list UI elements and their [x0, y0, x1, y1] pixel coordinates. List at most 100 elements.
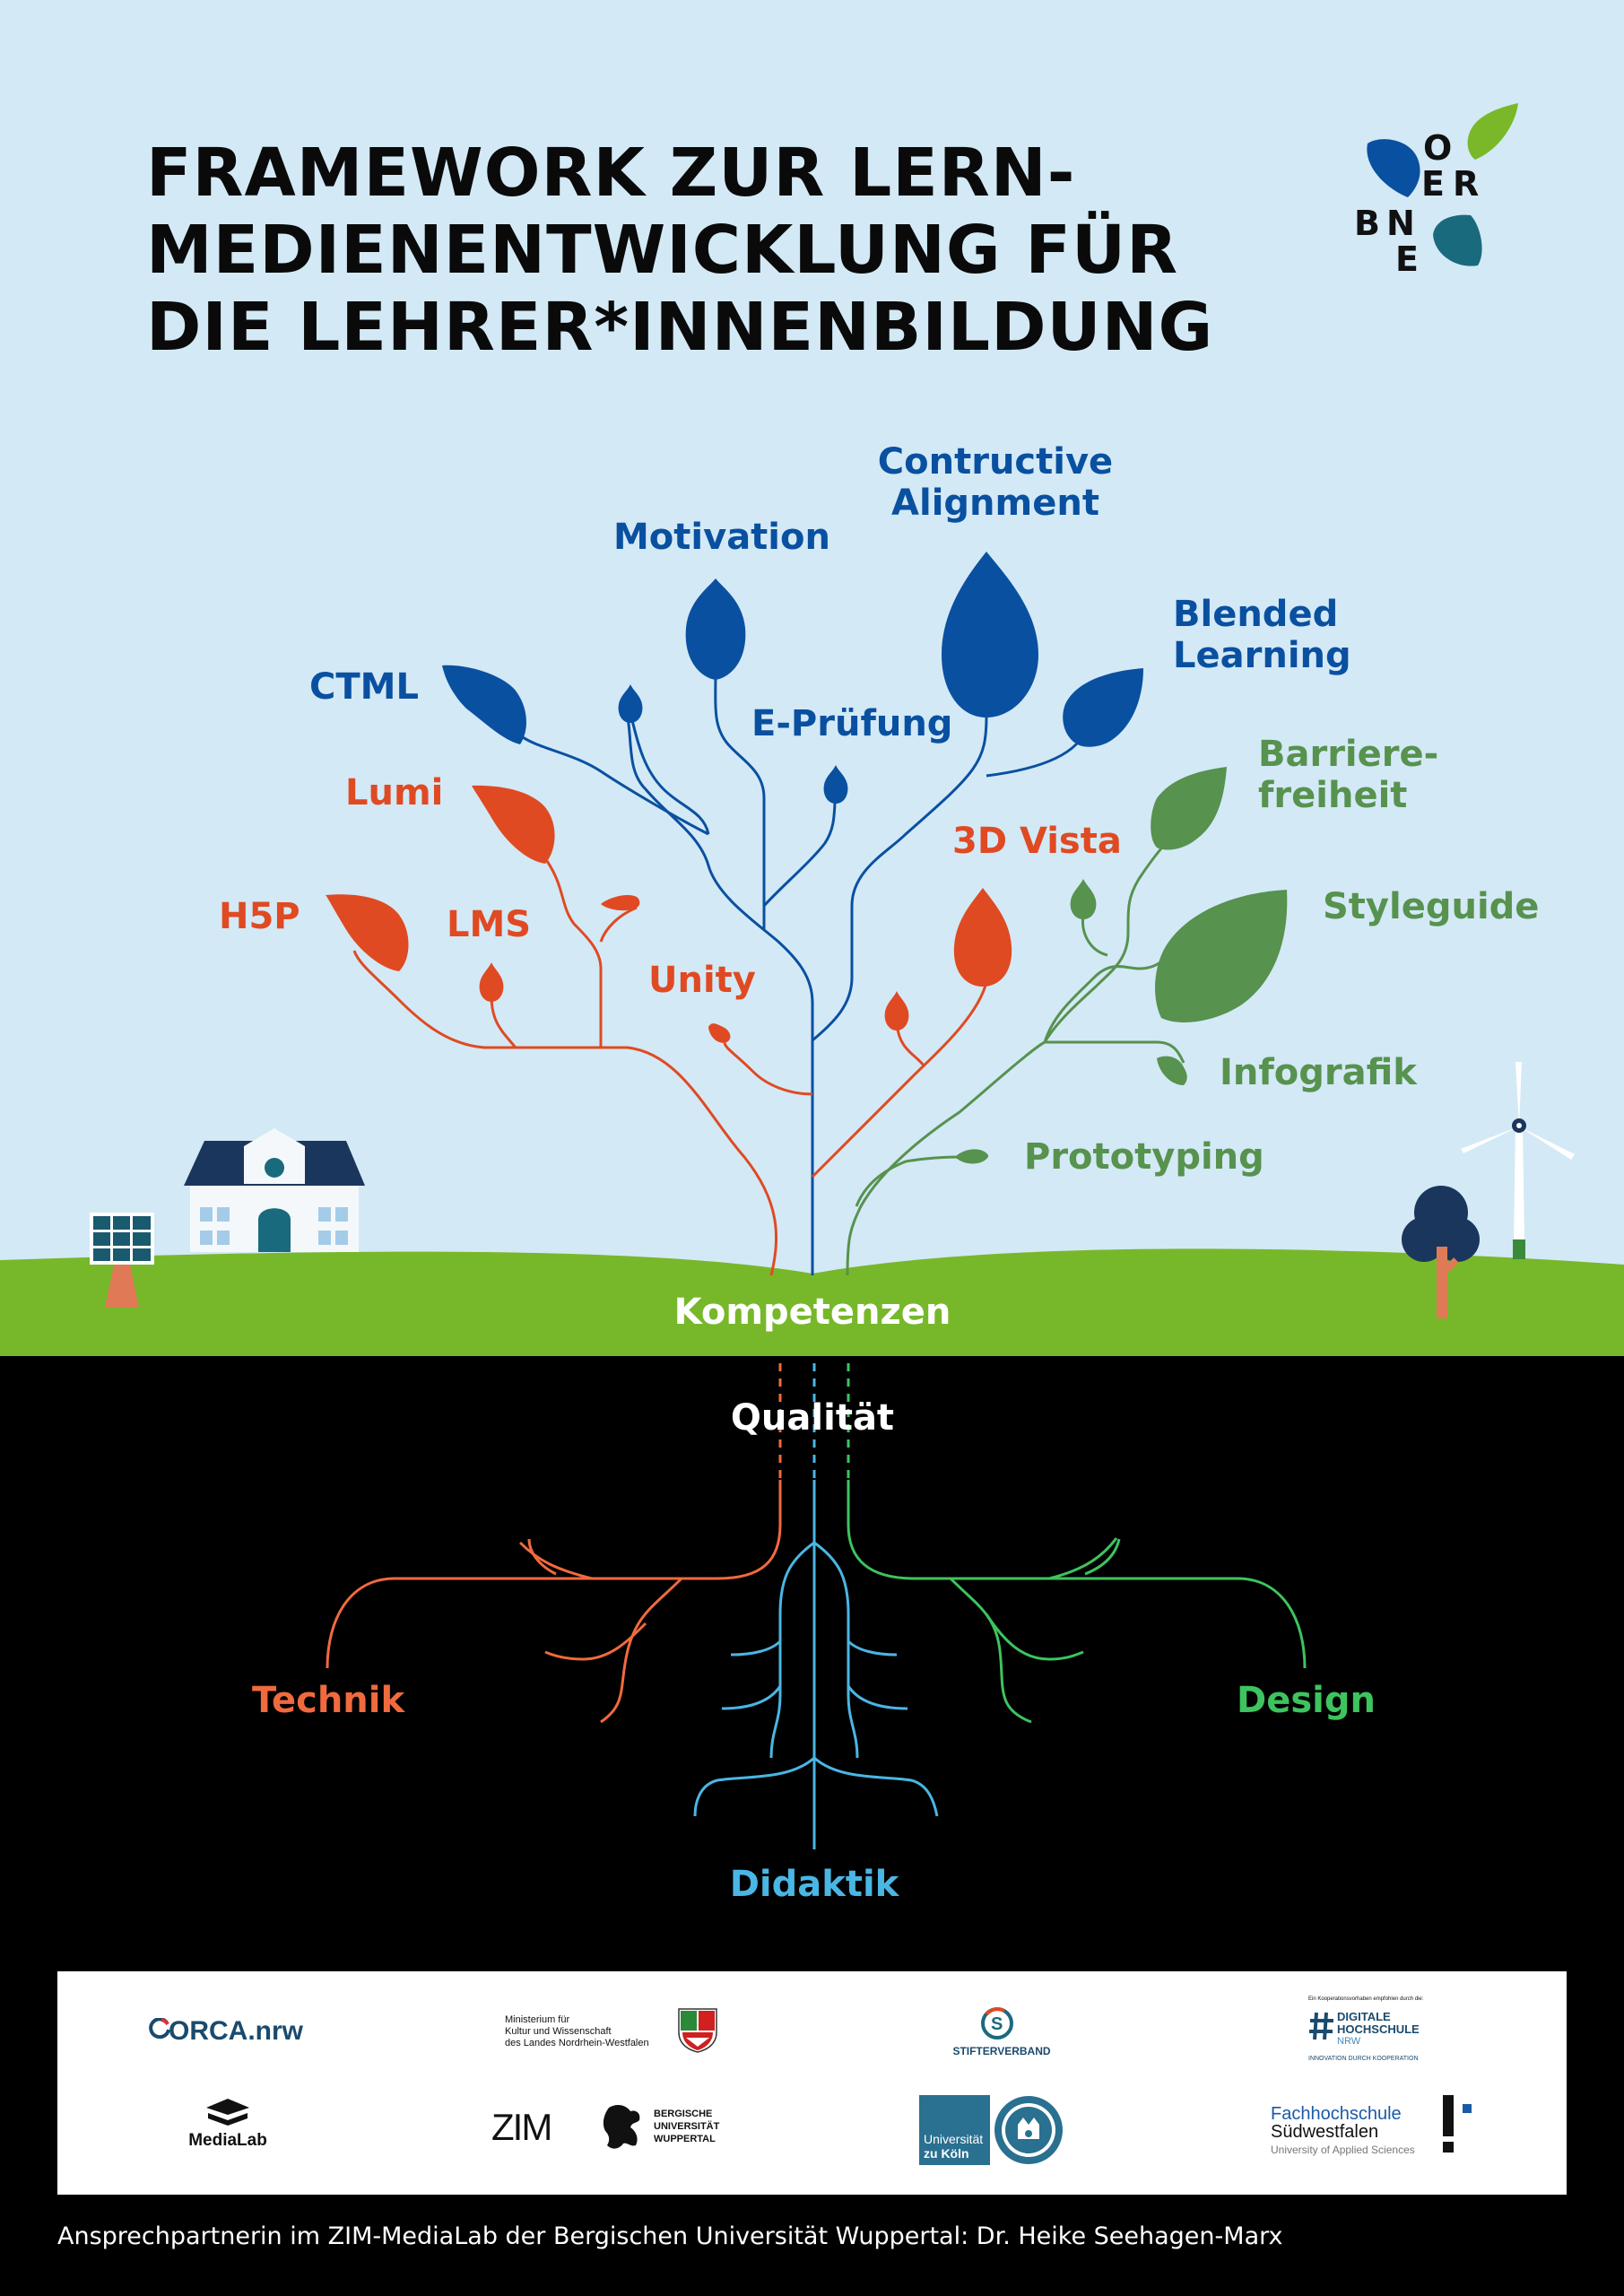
- leaf-barriere-icon: [1151, 767, 1227, 850]
- page-title: FRAMEWORK ZUR LERN- MEDIENENTWICKLUNG FÜ…: [146, 135, 1213, 366]
- logo-letter-o: O: [1423, 128, 1452, 168]
- buw-line-2: UNIVERSITÄT: [654, 2121, 720, 2132]
- buw-line-3: WUPPERTAL: [654, 2134, 716, 2144]
- label-infografik: Infografik: [1220, 1052, 1417, 1093]
- label-3d-vista: 3D Vista: [952, 821, 1122, 862]
- leaf-3dvista-icon: [953, 888, 1012, 987]
- red-leaves: [326, 785, 1012, 1043]
- logo-letter-b: B: [1354, 204, 1380, 243]
- label-barrierefreiheit: Barriere- freiheit: [1258, 734, 1438, 816]
- stifterverband-text: STIFTERVERBAND: [952, 2045, 1051, 2057]
- footer-contact: Ansprechpartnerin im ZIM-MediaLab der Be…: [57, 2222, 1283, 2250]
- label-h5p: H5P: [219, 896, 300, 937]
- logo-leaf-teal-icon: [1433, 214, 1482, 266]
- small-tree-icon: [1402, 1186, 1480, 1318]
- logo-leaf-green-icon: [1467, 103, 1518, 160]
- label-unity: Unity: [648, 960, 756, 1001]
- wind-turbine-icon: [1461, 1062, 1575, 1259]
- label-prototyping: Prototyping: [1024, 1136, 1264, 1178]
- title-line-2: MEDIENENTWICKLUNG FÜR: [146, 212, 1179, 289]
- dh-line-1: DIGITALE: [1337, 2010, 1391, 2023]
- label-motivation: Motivation: [613, 517, 830, 558]
- roots-technik: [326, 1480, 782, 1724]
- leaf-motivation-icon: [685, 578, 746, 680]
- fh-line-1: Fachhochschule: [1271, 2104, 1402, 2124]
- oer-bne-logo: O E R B N E: [1354, 103, 1518, 279]
- leaf-prototyping-icon: [955, 1149, 988, 1164]
- blue-branches: [519, 667, 1113, 1275]
- medialab-layers-icon: [206, 2099, 249, 2126]
- leaf-infografik-icon: [1157, 1056, 1187, 1085]
- nrw-crest-icon: [678, 2008, 717, 2053]
- title-line-3: DIE LEHRER*INNENBILDUNG: [146, 289, 1214, 366]
- label-technik: Technik: [252, 1680, 405, 1721]
- label-kompetenzen: Kompetenzen: [673, 1292, 951, 1333]
- dh-hash-icon: [1309, 2012, 1333, 2040]
- leaf-lumi-icon: [472, 785, 555, 864]
- buw-lion-icon: [603, 2105, 640, 2149]
- logo-letter-e2: E: [1395, 239, 1419, 279]
- barriere-line-1: Barriere-: [1258, 734, 1439, 775]
- logo-leaf-blue-icon: [1367, 139, 1420, 197]
- stifterverband-s-icon: S: [981, 2007, 1013, 2039]
- green-branches: [846, 837, 1185, 1276]
- label-didaktik: Didaktik: [729, 1864, 899, 1905]
- zim-text: ZIM: [491, 2106, 552, 2148]
- koeln-line-2: zu Köln: [924, 2146, 969, 2161]
- partner-logos-panel: ORCA.nrw Ministerium für Kultur und Wiss…: [57, 1971, 1567, 2195]
- label-lms: LMS: [447, 904, 532, 945]
- dh-top-text: Ein Kooperationsvorhaben empfohlen durch…: [1308, 1996, 1424, 2002]
- logo-letter-r: R: [1453, 164, 1479, 204]
- ministry-line-3: des Landes Nordrhein-Westfalen: [505, 2038, 649, 2048]
- leaf-constructive-icon: [942, 552, 1038, 718]
- blended-line-1: Blended: [1173, 594, 1339, 635]
- leaf-small-red-2-icon: [708, 1023, 731, 1043]
- leaf-ctml-icon: [442, 665, 526, 744]
- medialab-text: MediaLab: [188, 2131, 267, 2150]
- koeln-line-1: Universität: [924, 2132, 984, 2146]
- leaf-blended-icon: [1063, 668, 1143, 747]
- label-e-pruefung: E-Prüfung: [751, 703, 953, 744]
- label-blended-learning: Blended Learning: [1173, 594, 1351, 676]
- logo-letter-e: E: [1421, 164, 1445, 204]
- leaf-small-blue-1-icon: [618, 684, 643, 723]
- barriere-line-2: freiheit: [1258, 775, 1408, 816]
- dh-bottom-text: INNOVATION DURCH KOOPERATION: [1308, 2056, 1419, 2062]
- roots-didaktik: [693, 1480, 939, 1849]
- blended-line-2: Learning: [1173, 635, 1351, 676]
- label-lumi: Lumi: [345, 772, 444, 813]
- leaf-small-red-1-icon: [479, 962, 504, 1002]
- leaf-epruefung-icon: [823, 765, 848, 804]
- constructive-line-1: Contructive: [877, 441, 1114, 483]
- logo-letter-n: N: [1386, 204, 1415, 243]
- leaf-h5p-icon: [326, 894, 409, 971]
- leaf-small-green-1-icon: [1070, 879, 1097, 919]
- leaf-lms-icon: [601, 894, 640, 911]
- leaf-styleguide-icon: [1155, 890, 1288, 1022]
- label-constructive-alignment: Contructive Alignment: [874, 441, 1116, 524]
- dh-line-3: NRW: [1337, 2036, 1361, 2047]
- dh-line-2: HOCHSCHULE: [1337, 2022, 1420, 2036]
- constructive-line-2: Alignment: [891, 483, 1099, 524]
- fh-line-2: Südwestfalen: [1271, 2122, 1379, 2142]
- ministry-line-2: Kultur und Wissenschaft: [505, 2026, 612, 2037]
- blue-leaves: [442, 552, 1143, 804]
- title-line-1: FRAMEWORK ZUR LERN-: [146, 135, 1076, 212]
- house-icon: [184, 1128, 365, 1252]
- uni-koeln-box: Universität zu Köln: [919, 2095, 990, 2165]
- orca-ring-icon: [149, 2018, 170, 2039]
- fh-line-3: University of Applied Sciences: [1271, 2144, 1415, 2156]
- label-design: Design: [1237, 1680, 1376, 1721]
- label-ctml: CTML: [309, 666, 419, 708]
- label-qualitaet: Qualität: [730, 1397, 895, 1439]
- svg-text:S: S: [991, 2014, 1003, 2034]
- orca-text: ORCA.nrw: [169, 2016, 303, 2046]
- ministry-line-1: Ministerium für: [505, 2014, 570, 2025]
- buw-line-1: BERGISCHE: [654, 2109, 713, 2119]
- grass-hill: [0, 1248, 1624, 1356]
- uni-koeln-seal-icon: [994, 2096, 1063, 2164]
- roots-design: [847, 1480, 1307, 1724]
- solar-panel-icon: [90, 1213, 154, 1308]
- root-dashed-stems: [778, 1363, 850, 1480]
